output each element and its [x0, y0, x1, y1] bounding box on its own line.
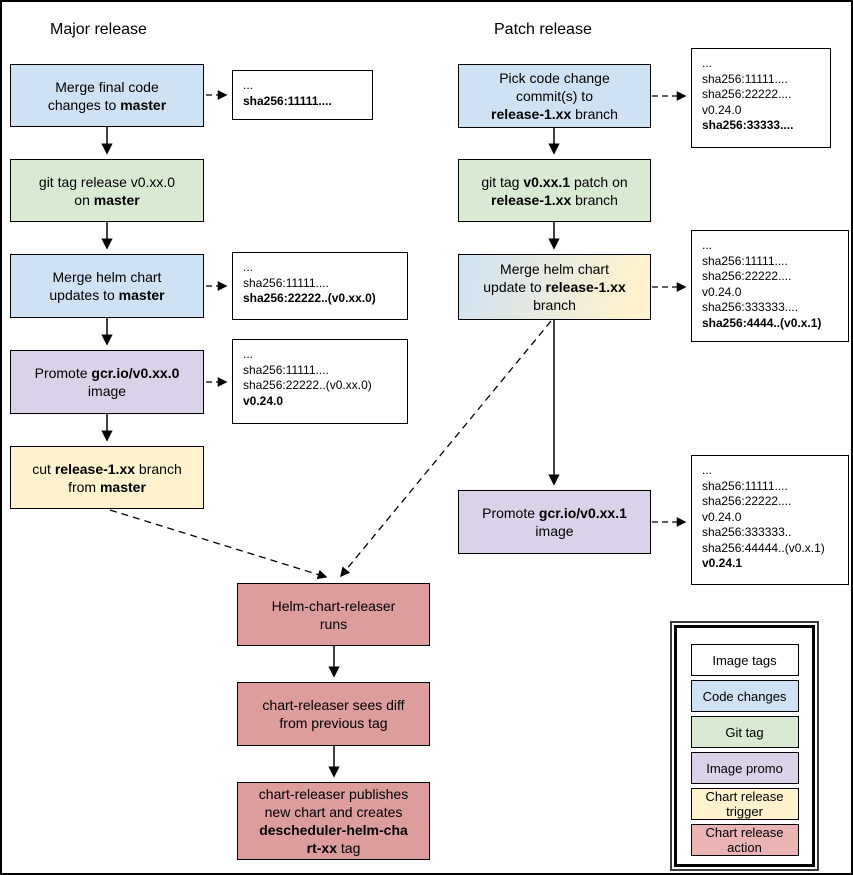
arrow-cut-branch-to-releaser	[109, 509, 328, 580]
legend-item-image-promo: Image promo	[690, 752, 799, 784]
patch-release-title: Patch release	[494, 21, 592, 38]
tag-box-patch-3: ...sha256:11111....sha256:22222....v0.24…	[691, 455, 849, 585]
legend-item-code-changes: Code changes	[690, 680, 799, 712]
major-release-title: Major release	[50, 21, 147, 38]
legend-item-image-tags: Image tags	[690, 644, 799, 676]
legend: Image tags Code changes Git tag Image pr…	[670, 621, 819, 871]
tag-box-patch-1: ...sha256:11111....sha256:22222....v0.24…	[691, 48, 831, 148]
tag-box-major-2: ...sha256:11111....sha256:22222..(v0.xx.…	[232, 252, 408, 320]
legend-item-git-tag: Git tag	[690, 716, 799, 748]
tag-box-patch-2: ...sha256:11111....sha256:22222....v0.24…	[691, 230, 849, 342]
tag-box-major-3: ...sha256:11111....sha256:22222..(v0.xx.…	[232, 339, 408, 424]
tag-box-major-1: ...sha256:11111....	[232, 70, 373, 120]
